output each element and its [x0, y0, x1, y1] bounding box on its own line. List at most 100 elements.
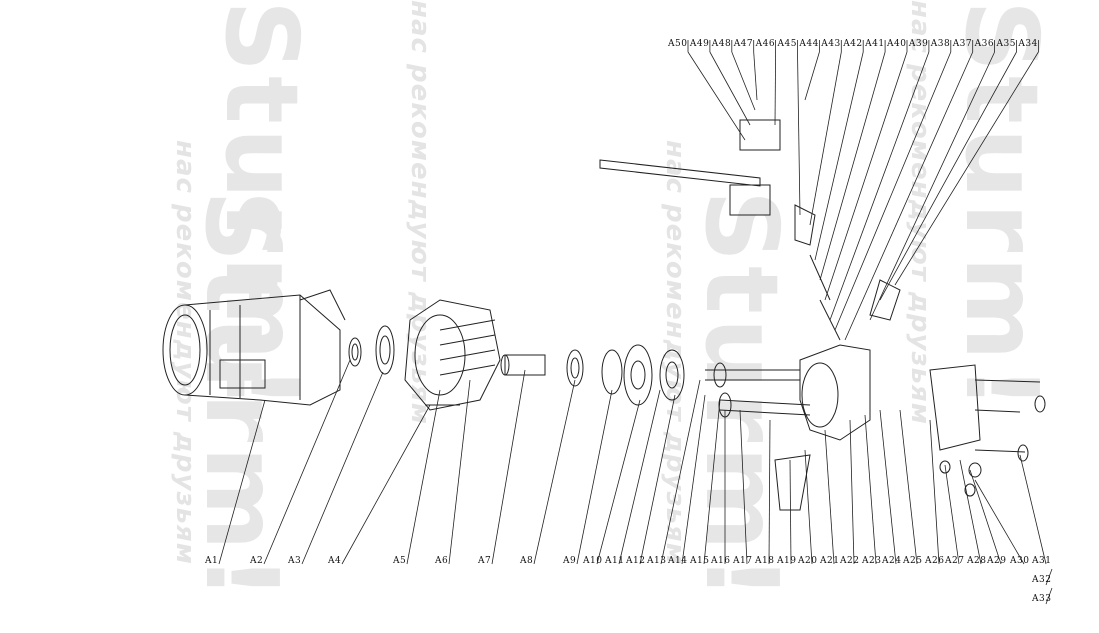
part-label-a41: A41: [865, 39, 885, 49]
part-label-a27: A27: [945, 556, 965, 566]
leader-line: [974, 479, 1025, 565]
leader-line: [753, 51, 758, 101]
gear-housing: [404, 299, 501, 411]
part-label-a14: A14: [668, 556, 688, 566]
part-label-a40: A40: [887, 39, 907, 49]
leader-line: [341, 404, 431, 565]
leader-line: [1045, 568, 1053, 586]
part-label-a28: A28: [967, 556, 987, 566]
part-label-a42: A42: [843, 39, 863, 49]
part-label-a10: A10: [583, 556, 603, 566]
part-label-a4: A4: [328, 556, 342, 566]
part-label-a47: A47: [733, 39, 754, 49]
part-label-a46: A46: [755, 39, 776, 49]
part-label-a37: A37: [952, 39, 973, 49]
part-label-a8: A8: [520, 556, 534, 566]
leader-line: [809, 51, 842, 226]
part-label-a30: A30: [1010, 556, 1030, 566]
leader-line: [824, 429, 835, 565]
leader-line: [797, 51, 801, 216]
leader-line: [596, 399, 641, 565]
part-label-a12: A12: [626, 556, 646, 566]
leader-line: [944, 464, 960, 565]
leader-line: [899, 409, 918, 565]
leader-line: [819, 51, 886, 281]
part-label-a7: A7: [478, 556, 492, 566]
part-label-a38: A38: [930, 39, 951, 49]
part-label-a15: A15: [690, 556, 710, 566]
part-label-a49: A49: [689, 39, 710, 49]
part-label-a5: A5: [393, 556, 407, 566]
pressure-unloader: [599, 119, 901, 341]
leader-line: [1019, 454, 1047, 565]
leader-line: [869, 51, 995, 321]
leader-line: [576, 389, 613, 565]
part-label-a24: A24: [882, 556, 902, 566]
part-label-a17: A17: [733, 556, 753, 566]
leader-line: [804, 51, 820, 101]
leader-line: [703, 399, 721, 565]
part-label-a34: A34: [1018, 39, 1038, 49]
part-label-a13: A13: [647, 556, 667, 566]
part-label-a11: A11: [605, 556, 625, 566]
part-label-a26: A26: [925, 556, 945, 566]
leader-line: [687, 51, 746, 141]
leader-line: [929, 419, 940, 565]
leader-line: [879, 409, 897, 565]
part-label-a50: A50: [668, 39, 688, 49]
leader-line: [829, 51, 930, 321]
part-label-a45: A45: [777, 39, 797, 49]
part-label-a9: A9: [563, 556, 577, 566]
leader-line: [834, 51, 952, 331]
leader-line: [814, 51, 864, 261]
motor-housing: [162, 289, 346, 406]
part-label-a6: A6: [435, 556, 449, 566]
leader-line: [879, 51, 1017, 301]
outlet-block: [929, 364, 1046, 497]
leader-line: [263, 359, 351, 565]
leader-lines: [218, 40, 1053, 605]
leader-line: [491, 369, 526, 565]
part-label-a3: A3: [288, 556, 302, 566]
part-label-a23: A23: [862, 556, 882, 566]
leader-line: [218, 399, 266, 565]
leader-line: [618, 389, 661, 565]
part-label-a33: A33: [1032, 594, 1052, 604]
part-label-a20: A20: [798, 556, 818, 566]
leader-line: [681, 394, 706, 565]
pump-head: [774, 344, 871, 511]
leader-line: [824, 51, 908, 301]
leader-line: [639, 394, 676, 565]
leader-line: [448, 379, 471, 565]
part-label-a32: A32: [1032, 575, 1052, 585]
leader-line: [804, 449, 813, 565]
leader-line: [1045, 587, 1053, 605]
part-label-a16: A16: [711, 556, 731, 566]
part-label-a1: A1: [205, 556, 219, 566]
part-label-a18: A18: [755, 556, 775, 566]
shaft: [500, 349, 584, 387]
leader-line: [533, 379, 576, 565]
leader-line: [406, 389, 441, 565]
leader-line: [774, 51, 776, 126]
part-label-a2: A2: [250, 556, 264, 566]
leader-line: [739, 409, 748, 565]
leader-line: [731, 51, 756, 111]
leader-line: [959, 459, 982, 565]
part-label-a35: A35: [996, 39, 1016, 49]
part-label-a44: A44: [799, 39, 819, 49]
wobble-plate: [601, 344, 685, 406]
leader-line: [660, 379, 701, 565]
pistons: [705, 362, 811, 418]
leader-line: [894, 51, 1039, 286]
leader-line: [969, 469, 1002, 565]
leader-line: [864, 414, 877, 565]
part-label-a48: A48: [711, 39, 732, 49]
part-label-a29: A29: [987, 556, 1007, 566]
leader-line: [768, 419, 771, 565]
part-label-a25: A25: [903, 556, 923, 566]
part-label-a19: A19: [777, 556, 797, 566]
part-label-a31: A31: [1032, 556, 1052, 566]
